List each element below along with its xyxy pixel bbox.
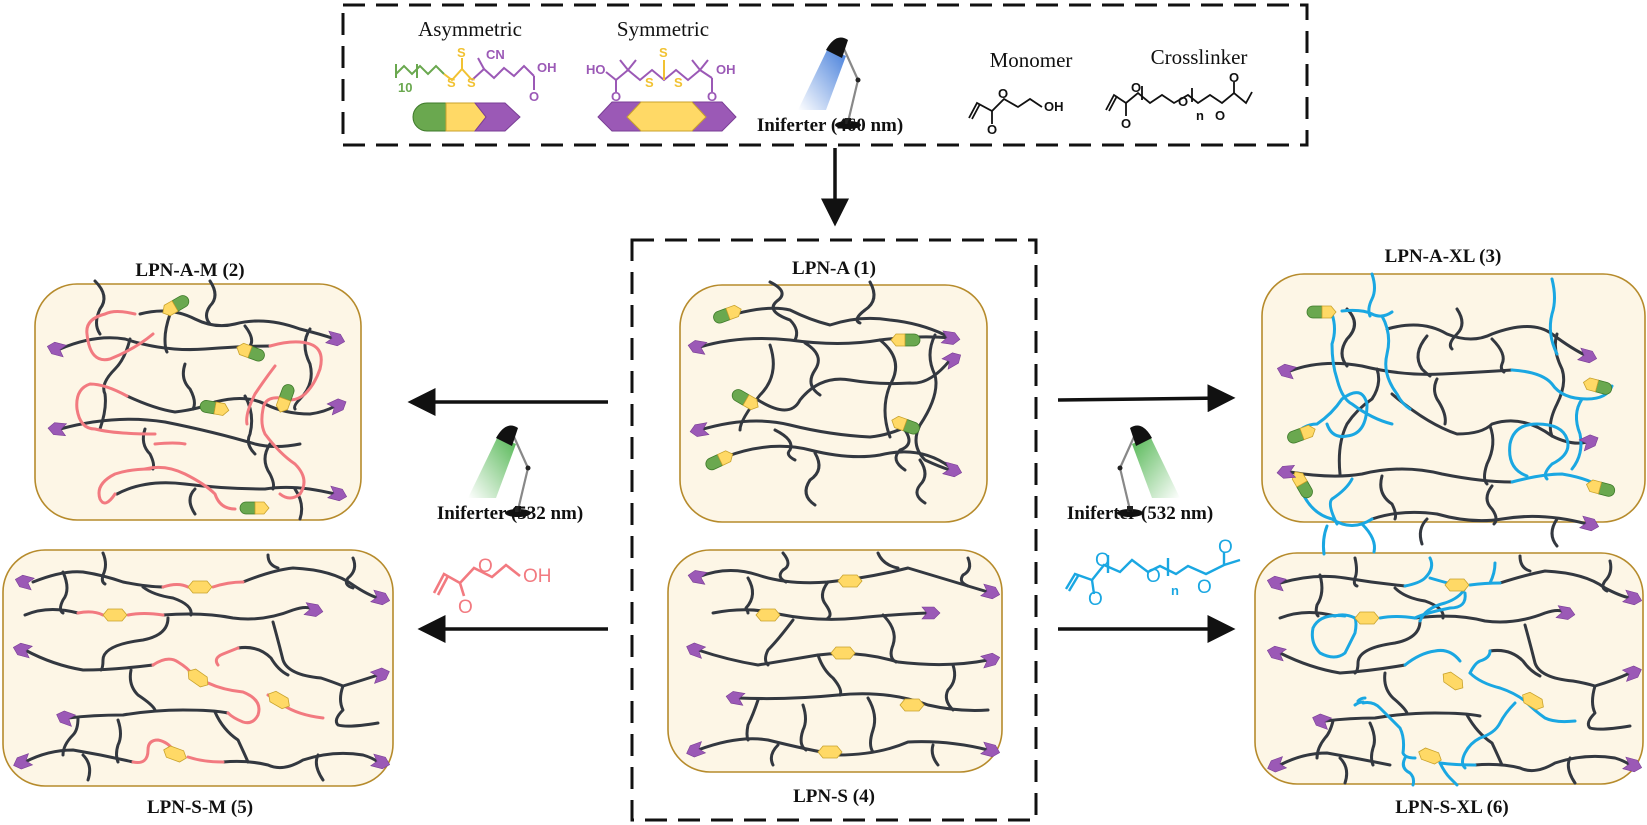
atom-o: O xyxy=(998,86,1008,101)
repeat-10: 10 xyxy=(398,80,412,95)
atom-cn: CN xyxy=(486,47,505,62)
atom-ho: HO xyxy=(586,62,606,77)
crosslinker-structure xyxy=(1105,82,1253,116)
atom-s: S xyxy=(674,75,683,90)
reagents-box xyxy=(341,3,1309,147)
atom-o: O xyxy=(1146,566,1161,587)
panel-label-lpn-a-m: LPN-A-M (2) xyxy=(135,260,244,281)
asymmetric-cta-cartoon xyxy=(412,102,521,132)
atom-o: O xyxy=(707,89,717,104)
atom-oh: OH xyxy=(523,566,552,587)
panel-lpn-a-xl xyxy=(1261,273,1646,523)
atom-s: S xyxy=(467,75,476,90)
atom-o: O xyxy=(1215,108,1225,123)
asymmetric-cta-structure: 10 S S S CN OH O xyxy=(395,45,557,104)
symmetric-cta-structure: HO OH S S S O O xyxy=(586,45,736,104)
atom-o: O xyxy=(1095,550,1110,571)
panel-label-lpn-s-m: LPN-S-M (5) xyxy=(147,797,253,818)
atom-o: O xyxy=(478,556,493,577)
green-light-lamp-icon-right xyxy=(1115,424,1180,519)
atom-oh: OH xyxy=(716,62,736,77)
atom-s: S xyxy=(659,45,668,60)
green-light-lamp-icon-left xyxy=(468,424,533,519)
crosslinker-structure-blue xyxy=(1064,552,1241,595)
light-460-label: Iniferter (460 nm) xyxy=(757,115,903,136)
repeat-n: n xyxy=(1196,108,1204,123)
light-532-label-left: Iniferter (532 nm) xyxy=(437,503,583,524)
panel-lpn-s xyxy=(667,549,1003,773)
atom-o: O xyxy=(1229,70,1239,85)
panel-label-lpn-s: LPN-S (4) xyxy=(793,786,875,807)
atom-o: O xyxy=(1197,577,1212,598)
network-lpn-s xyxy=(684,551,1002,767)
symmetric-label: Symmetric xyxy=(617,17,709,41)
atom-o: O xyxy=(458,597,473,618)
light-532-label-right: Iniferter (532 nm) xyxy=(1067,503,1213,524)
monomer-structure xyxy=(968,97,1043,124)
network-lpn-s-m xyxy=(11,551,392,782)
network-lpn-a-xl xyxy=(1275,272,1617,556)
blue-light-lamp-icon xyxy=(798,36,863,131)
atom-oh: OH xyxy=(537,60,557,75)
atom-s: S xyxy=(447,75,456,90)
network-lpn-a-m xyxy=(45,279,349,521)
atom-o: O xyxy=(1218,537,1233,558)
atom-o: O xyxy=(1131,80,1141,95)
monomer-structure-pink xyxy=(432,563,521,597)
atom-o: O xyxy=(987,122,997,137)
atom-s: S xyxy=(457,45,466,60)
atom-o: O xyxy=(1121,116,1131,131)
network-lpn-a xyxy=(686,280,964,507)
atom-o: O xyxy=(611,89,621,104)
crosslinker-label: Crosslinker xyxy=(1151,45,1248,69)
panel-lpn-s-xl xyxy=(1254,552,1644,785)
network-lpn-s-xl xyxy=(1265,554,1644,787)
repeat-n-blue: n xyxy=(1171,583,1179,598)
starting-network-box xyxy=(630,238,1038,822)
monomer-label: Monomer xyxy=(990,48,1073,72)
arrow-to-lpn-a-xl xyxy=(1057,384,1236,413)
atom-oh: OH xyxy=(1044,99,1064,114)
panel-label-lpn-s-xl: LPN-S-XL (6) xyxy=(1395,797,1508,818)
panel-label-lpn-a: LPN-A (1) xyxy=(792,258,876,279)
asymmetric-label: Asymmetric xyxy=(418,17,522,41)
atom-o: O xyxy=(1178,94,1188,109)
atom-o: O xyxy=(529,89,539,104)
atom-o: O xyxy=(1088,589,1103,610)
panel-label-lpn-a-xl: LPN-A-XL (3) xyxy=(1385,246,1502,267)
symmetric-cta-cartoon xyxy=(597,101,737,132)
atom-s: S xyxy=(645,75,654,90)
